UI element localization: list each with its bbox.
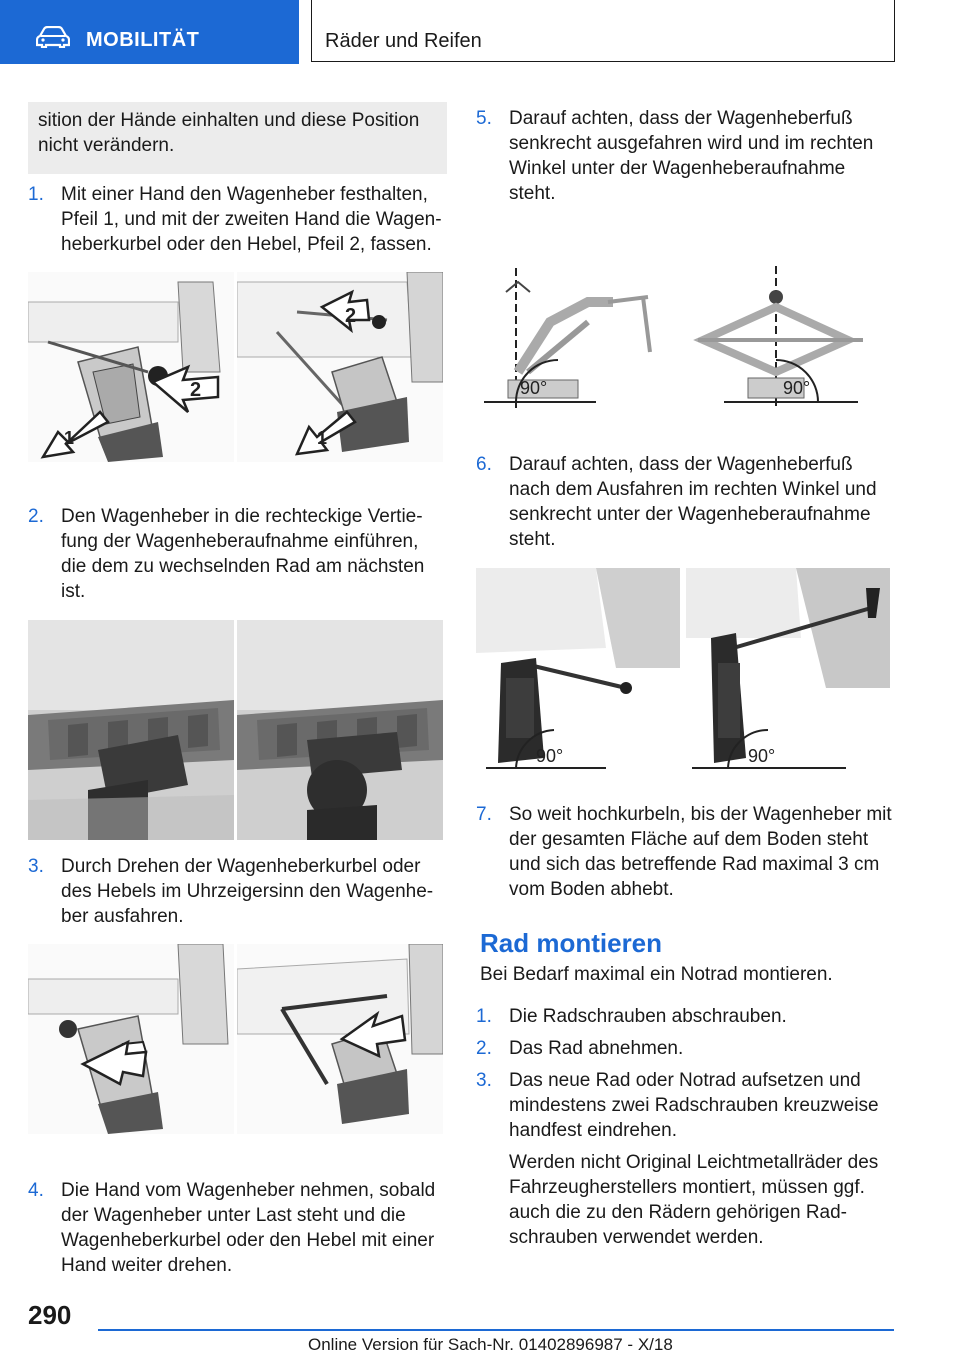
step-number: 3. bbox=[28, 856, 44, 877]
step-number: 6. bbox=[476, 454, 492, 475]
footer-divider bbox=[98, 1329, 894, 1331]
step-5: 5. Darauf achten, dass der Wagenheberfuß… bbox=[476, 106, 898, 211]
photo-jack-insert-right bbox=[237, 620, 443, 840]
step-4: 4. Die Hand vom Wagenheber nehmen, sobal… bbox=[28, 1178, 448, 1283]
step-line: Durch Drehen der Wagenheberkurbel oder bbox=[61, 856, 421, 877]
mount-step-1: 1. Die Radschrauben abschrauben. bbox=[476, 1004, 898, 1030]
angle-label: 90° bbox=[783, 378, 810, 398]
note-line: schrauben verwendet werden. bbox=[509, 1227, 764, 1248]
step-line: Die Radschrauben abschrauben. bbox=[509, 1006, 787, 1027]
step-2: 2. Den Wagenheber in die rechteckige Ver… bbox=[28, 504, 448, 609]
note-line: auch die zu den Rädern gehörigen Rad‐ bbox=[509, 1202, 848, 1223]
step-line: der gesamten Fläche auf dem Boden steht bbox=[509, 829, 869, 850]
step-number: 4. bbox=[28, 1180, 44, 1201]
arrow-label: 2 bbox=[190, 379, 201, 401]
section-tab[interactable]: MOBILITÄT bbox=[0, 0, 299, 64]
angle-label: 90° bbox=[748, 746, 775, 766]
note-box: sition der Hände einhalten und diese Pos… bbox=[28, 102, 447, 174]
step-line: heberkurbel oder den Hebel, Pfeil 2, fas… bbox=[61, 234, 432, 255]
arrow-label: 1 bbox=[64, 428, 74, 448]
step-line: Die Hand vom Wagenheber nehmen, sobald bbox=[61, 1180, 436, 1201]
photo-jack-raised-left: 90° bbox=[476, 568, 680, 773]
step-line: die dem zu wechselnden Rad am nächsten bbox=[61, 556, 425, 577]
angle-label: 90° bbox=[536, 746, 563, 766]
figure-jack-hold-right: 2 1 bbox=[237, 272, 443, 462]
step-3: 3. Durch Drehen der Wagenheberkurbel ode… bbox=[28, 854, 448, 934]
step-line: steht. bbox=[509, 183, 556, 204]
step-number: 1. bbox=[476, 1006, 492, 1027]
step-line: Hand weiter drehen. bbox=[61, 1255, 233, 1276]
step-line: Das neue Rad oder Notrad aufsetzen und bbox=[509, 1070, 861, 1091]
subsection-title: Räder und Reifen bbox=[325, 30, 482, 52]
step-1: 1. Mit einer Hand den Wagenheber festhal… bbox=[28, 182, 448, 262]
mount-step-3: 3. Das neue Rad oder Notrad aufsetzen un… bbox=[476, 1068, 898, 1248]
page-number: 290 bbox=[28, 1300, 72, 1330]
step-line: Darauf achten, dass der Wagenheberfuß bbox=[509, 108, 853, 129]
angle-label: 90° bbox=[520, 378, 547, 398]
step-line: Wagenheberkurbel oder den Hebel mit eine… bbox=[61, 1230, 435, 1251]
figure-jack-crank-left bbox=[28, 944, 234, 1134]
step-line: des Hebels im Uhrzeigersinn den Wagenhe‐ bbox=[61, 881, 434, 902]
note-line: nicht verändern. bbox=[38, 135, 175, 156]
step-line: So weit hochkurbeln, bis der Wagenheber … bbox=[509, 804, 892, 825]
mount-step-2: 2. Das Rad abnehmen. bbox=[476, 1036, 898, 1062]
step-line: Darauf achten, dass der Wagenheberfuß bbox=[509, 454, 853, 475]
step-line: Mit einer Hand den Wagenheber festhalten… bbox=[61, 184, 428, 205]
step-line: Winkel unter der Wagenheberaufnahme bbox=[509, 158, 846, 179]
step-number: 3. bbox=[476, 1070, 492, 1091]
step-line: senkrecht ausgefahren wird und im rechte… bbox=[509, 133, 874, 154]
note-line: Werden nicht Original Leichtmetallräder … bbox=[509, 1152, 879, 1173]
step-number: 7. bbox=[476, 804, 492, 825]
arrow-label: 2 bbox=[345, 305, 356, 327]
figure-jack-crank-right bbox=[237, 944, 443, 1134]
note-line: sition der Hände einhalten und diese Pos… bbox=[38, 110, 420, 131]
car-icon bbox=[36, 26, 70, 48]
subsection-header: Räder und Reifen bbox=[311, 0, 895, 62]
step-line: vom Boden abhebt. bbox=[509, 879, 674, 900]
step-number: 2. bbox=[476, 1038, 492, 1059]
step-number: 2. bbox=[28, 506, 44, 527]
step-line: ist. bbox=[61, 581, 86, 602]
footer-online-version: Online Version für Sach-Nr. 01402896987 … bbox=[308, 1335, 673, 1354]
step-line: mindestens zwei Radschrauben kreuzweise bbox=[509, 1095, 879, 1116]
step-line: handfest eindrehen. bbox=[509, 1120, 677, 1141]
step-line: steht. bbox=[509, 529, 556, 550]
photo-jack-insert-left bbox=[28, 620, 234, 840]
step-line: nach dem Ausfahren im rechten Winkel und bbox=[509, 479, 877, 500]
arrow-label: 1 bbox=[317, 428, 327, 448]
step-line: fung der Wagenheberaufnahme einführen, bbox=[61, 531, 419, 552]
step-7: 7. So weit hochkurbeln, bis der Wagenheb… bbox=[476, 802, 906, 907]
step-line: Den Wagenheber in die rechteckige Vertie… bbox=[61, 506, 423, 527]
step-line: senkrecht unter der Wagenheberaufnahme bbox=[509, 504, 871, 525]
figure-jack-hold-left: 2 1 bbox=[28, 272, 234, 462]
step-line: Das Rad abnehmen. bbox=[509, 1038, 684, 1059]
section-heading: Rad montieren bbox=[480, 928, 663, 958]
step-line: und sich das betreffende Rad maximal 3 c… bbox=[509, 854, 880, 875]
photo-jack-raised-right: 90° bbox=[686, 568, 890, 773]
step-line: Pfeil 1, und mit der zweiten Hand die Wa… bbox=[61, 209, 442, 230]
section-title: MOBILITÄT bbox=[86, 29, 200, 51]
step-line: ber ausfahren. bbox=[61, 906, 184, 927]
intro-text: Bei Bedarf maximal ein Notrad montieren. bbox=[480, 964, 833, 985]
step-line: der Wagenheber unter Last steht und die bbox=[61, 1205, 406, 1226]
step-number: 5. bbox=[476, 108, 492, 129]
note-line: Fahrzeugherstellers montiert, müssen ggf… bbox=[509, 1177, 865, 1198]
step-number: 1. bbox=[28, 184, 44, 205]
step-6: 6. Darauf achten, dass der Wagenheberfuß… bbox=[476, 452, 898, 557]
figure-jack-angle-diagram: 90° 90° bbox=[478, 262, 890, 412]
